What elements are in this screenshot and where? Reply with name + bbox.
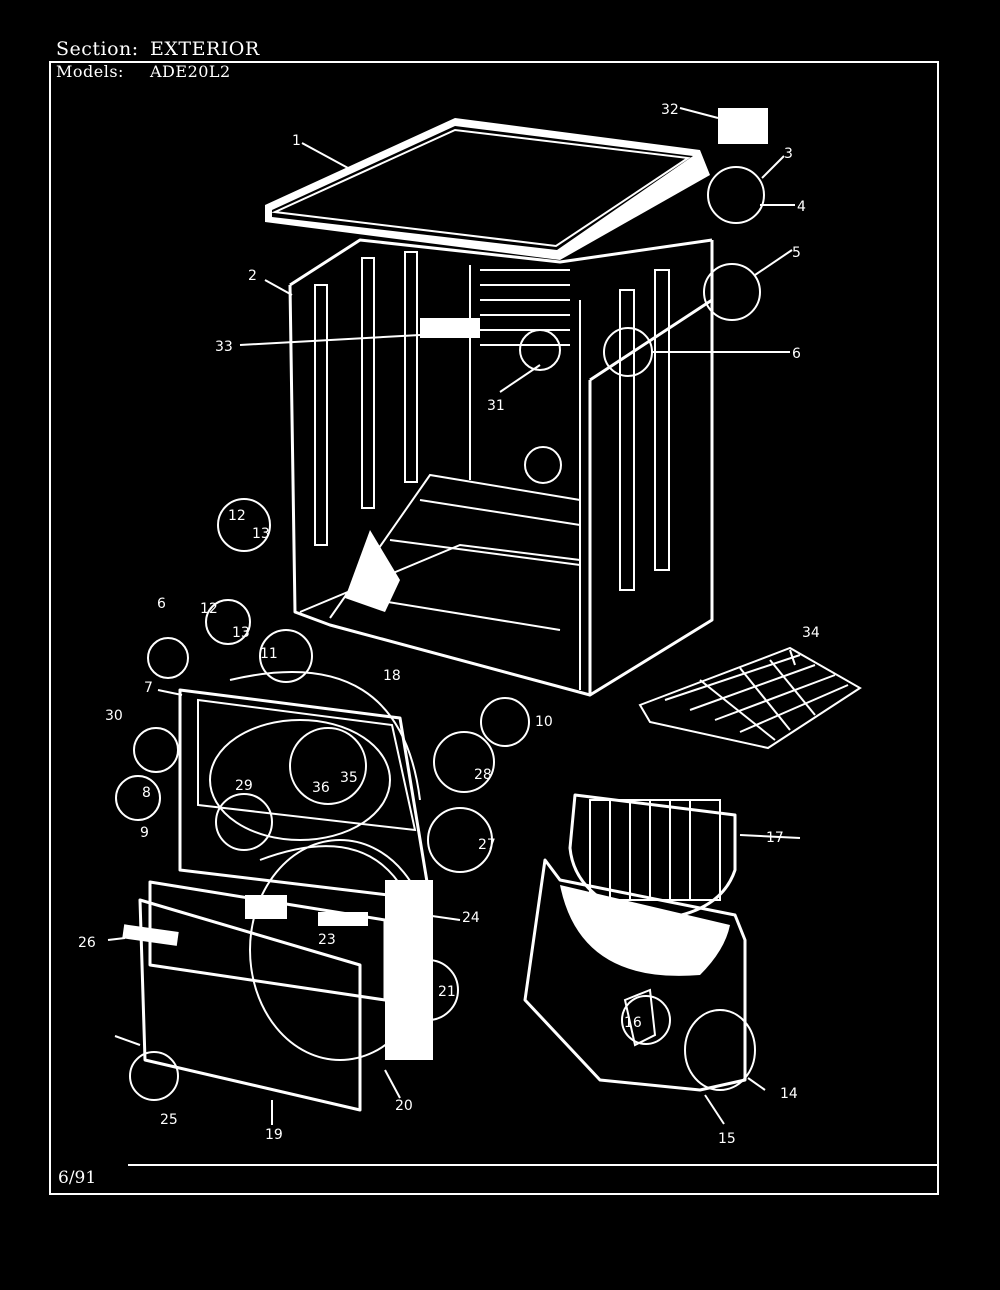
callout-5: 5 — [792, 245, 801, 261]
callout-28: 28 — [474, 767, 492, 783]
callout-10: 10 — [535, 714, 553, 730]
drying-rack-part — [638, 646, 862, 750]
section-row: Section: EXTERIOR — [56, 38, 259, 60]
callout-11: 11 — [260, 646, 278, 662]
callout-16: 16 — [624, 1015, 642, 1031]
callout-19: 19 — [265, 1127, 283, 1143]
callout-20: 20 — [395, 1098, 413, 1114]
lint-housing-part — [523, 858, 756, 1092]
callout-14: 14 — [780, 1086, 798, 1102]
models-row: Models: ADE20L2 — [56, 62, 230, 81]
section-value: EXTERIOR — [150, 38, 260, 60]
callout-12-front: 12 — [200, 601, 218, 617]
callout-9: 9 — [140, 825, 149, 841]
models-label: Models: — [56, 62, 124, 81]
callout-13-front: 13 — [232, 625, 250, 641]
callout-4: 4 — [797, 199, 806, 215]
callout-6: 6 — [792, 346, 801, 362]
callout-8: 8 — [142, 785, 151, 801]
callout-21: 21 — [438, 984, 456, 1000]
callout-6-front: 6 — [157, 596, 166, 612]
callout-31: 31 — [487, 398, 505, 414]
callout-35: 35 — [340, 770, 358, 786]
callout-27: 27 — [478, 837, 496, 853]
footer-date: 6/91 — [58, 1168, 97, 1188]
callout-26: 26 — [78, 935, 96, 951]
callout-24: 24 — [462, 910, 480, 926]
callout-30: 30 — [105, 708, 123, 724]
callout-15: 15 — [718, 1131, 736, 1147]
callout-29: 29 — [235, 778, 253, 794]
callout-labels: 1 2 3 4 5 6 33 31 32 12 13 6 12 13 11 18… — [78, 102, 820, 1147]
callout-33: 33 — [215, 339, 233, 355]
cabinet-top-part — [265, 118, 710, 260]
callout-18: 18 — [383, 668, 401, 684]
leader-lines — [107, 107, 801, 1125]
part-bubbles — [115, 108, 768, 1101]
callout-23: 23 — [318, 932, 336, 948]
cabinet-body-part — [288, 238, 714, 697]
callout-25: 25 — [160, 1112, 178, 1128]
callout-12: 12 — [228, 508, 246, 524]
callout-2: 2 — [248, 268, 257, 284]
section-label: Section: — [56, 38, 139, 60]
callout-34: 34 — [802, 625, 820, 641]
callout-3: 3 — [784, 146, 793, 162]
callout-32: 32 — [661, 102, 679, 118]
callout-13: 13 — [252, 526, 270, 542]
models-value: ADE20L2 — [150, 62, 231, 81]
callout-17: 17 — [766, 830, 784, 846]
diagram-frame — [49, 61, 939, 1195]
front-panel-part — [178, 671, 433, 1061]
callout-1: 1 — [292, 133, 301, 149]
door-part — [122, 880, 387, 1112]
callout-7: 7 — [144, 680, 153, 696]
callout-36: 36 — [312, 780, 330, 796]
callout-22: 22 — [270, 894, 288, 910]
